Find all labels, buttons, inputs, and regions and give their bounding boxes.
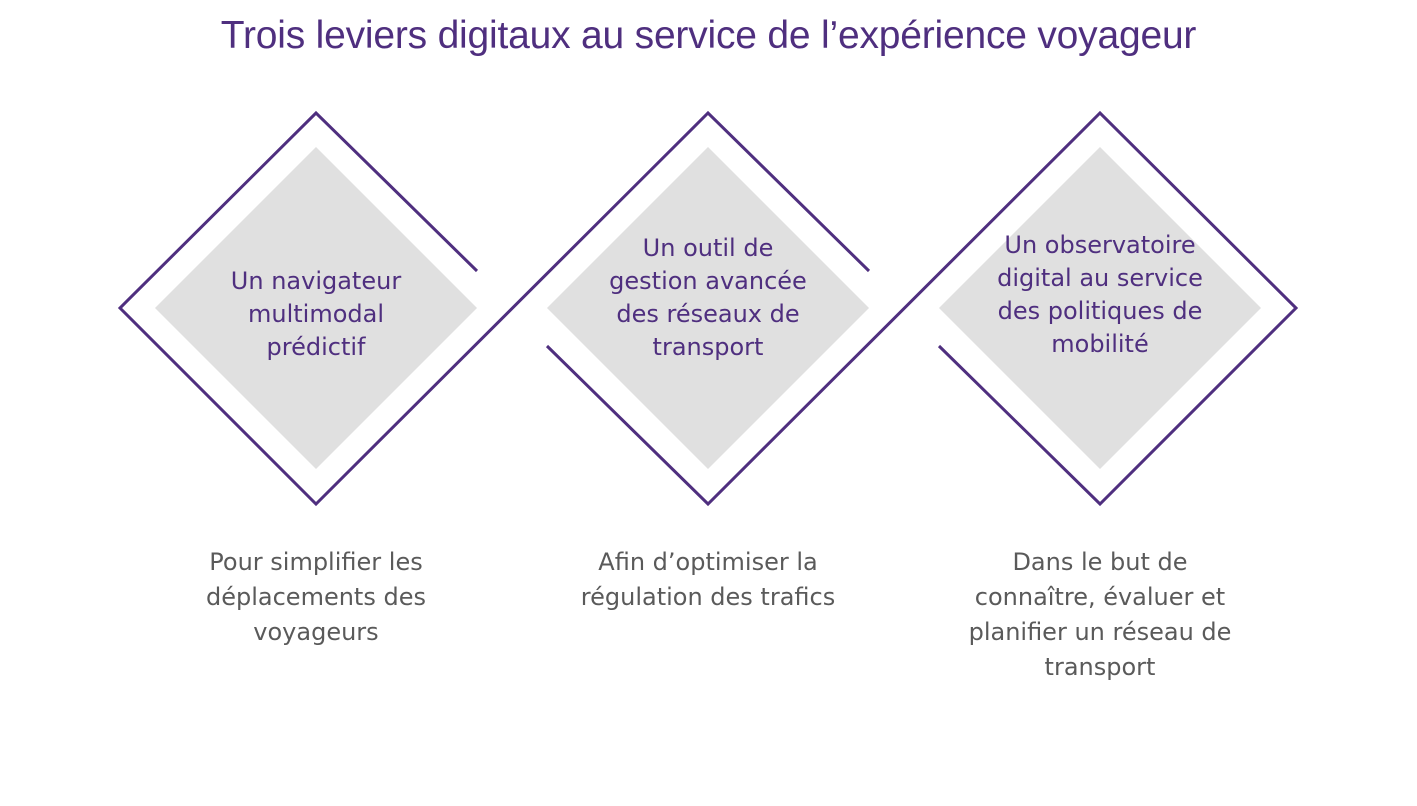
lever-3-label: Un observatoire digital au service des p… xyxy=(997,231,1203,358)
lever-2-description: Afin d’optimiser la régulation des trafi… xyxy=(580,548,836,611)
lever-2-frame xyxy=(545,110,1299,507)
lever-1-description: Pour simplifier les déplacements des voy… xyxy=(206,548,426,646)
lever-2-diamond xyxy=(547,147,869,469)
lever-1-frame xyxy=(117,110,871,507)
lever-2-label: Un outil de gestion avancée des réseaux … xyxy=(609,234,807,361)
lever-1-label: Un navigateur multimodal prédictif xyxy=(230,267,402,361)
diagram-title: Trois leviers digitaux au service de l’e… xyxy=(220,14,1197,57)
lever-1-diamond xyxy=(155,147,477,469)
lever-3-diamond xyxy=(939,147,1261,469)
lever-3-description: Dans le but de connaître, évaluer et pla… xyxy=(968,548,1232,681)
